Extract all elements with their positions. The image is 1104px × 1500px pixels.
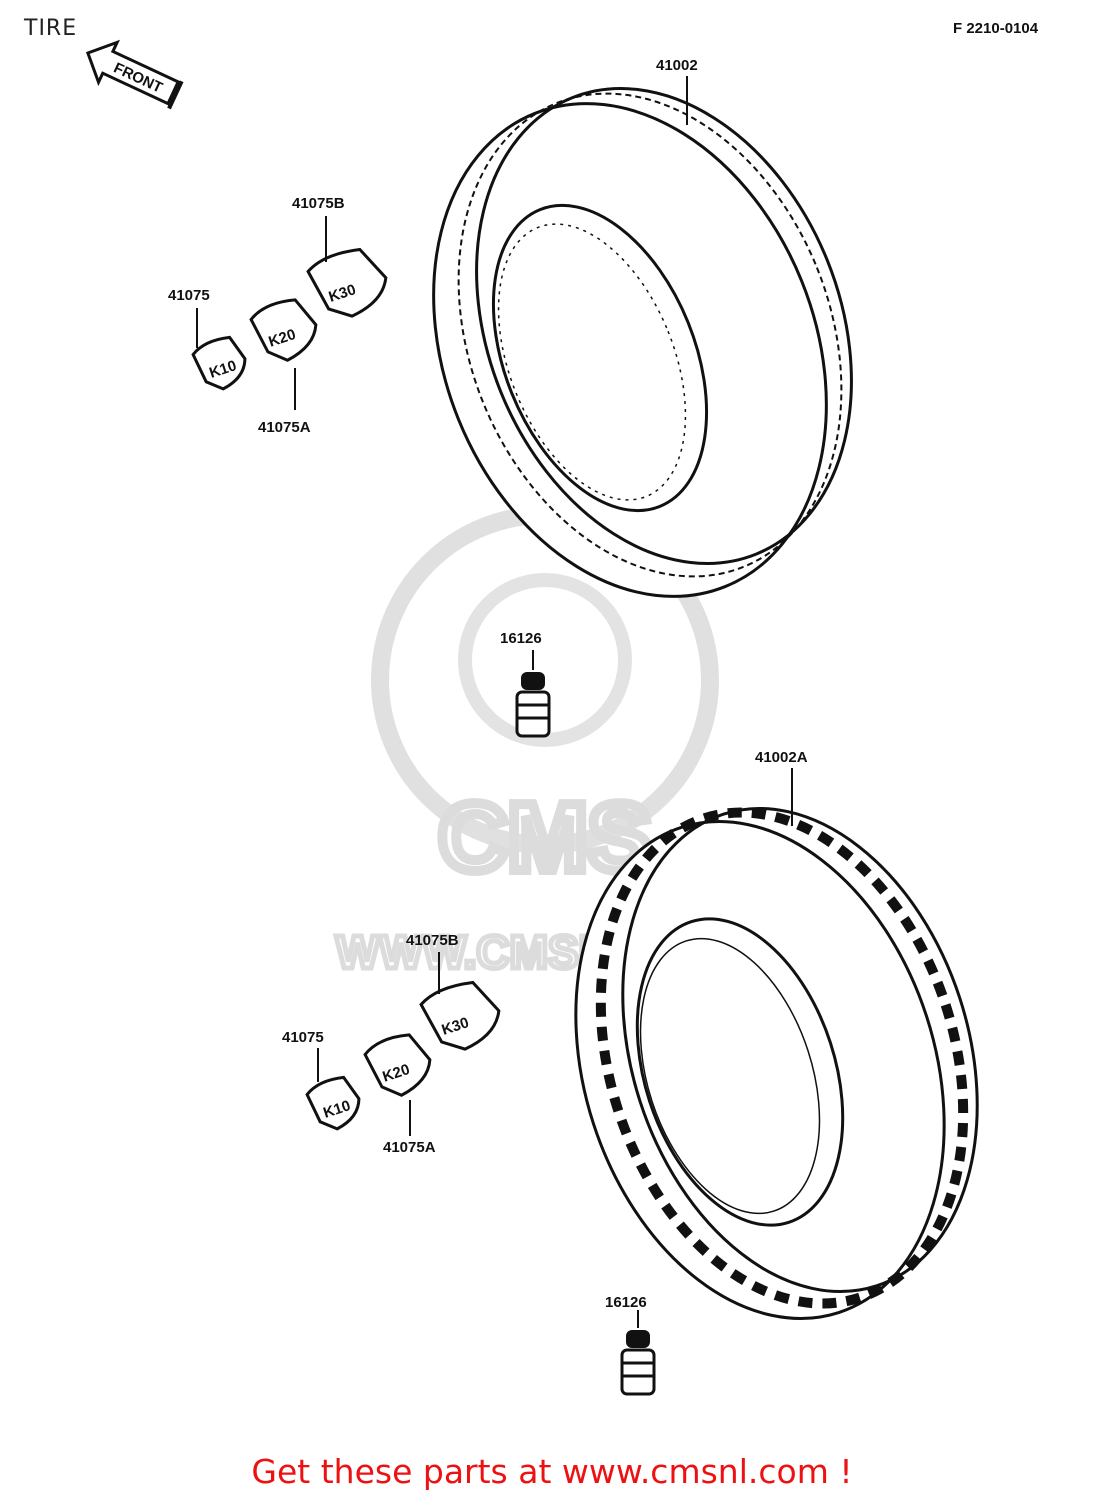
label-weight-1c: 41075B — [292, 195, 345, 212]
weights-2: K10 K20 K30 — [305, 952, 501, 1136]
label-weight-2a: 41075 — [282, 1029, 324, 1046]
tire-41002 — [432, 87, 853, 598]
tire-41002A — [574, 806, 979, 1320]
label-weight-1b: 41075A — [258, 419, 311, 436]
label-valve-1: 16126 — [500, 630, 542, 647]
label-weight-2c: 41075B — [406, 932, 459, 949]
diagram-reference: F 2210-0104 — [953, 20, 1039, 37]
label-weight-1a: 41075 — [168, 287, 210, 304]
valve-2 — [620, 1310, 656, 1396]
label-tire-1: 41002 — [656, 57, 698, 74]
valve-1 — [515, 650, 551, 738]
label-tire-2: 41002A — [755, 749, 808, 766]
label-weight-2b: 41075A — [383, 1139, 436, 1156]
label-valve-2: 16126 — [605, 1294, 647, 1311]
weights-1: K10 K20 K30 — [191, 216, 388, 410]
front-arrow: FRONT — [85, 39, 184, 110]
footer-link[interactable]: Get these parts at www.cmsnl.com ! — [251, 1452, 853, 1491]
page-title: TIRE — [24, 16, 78, 41]
